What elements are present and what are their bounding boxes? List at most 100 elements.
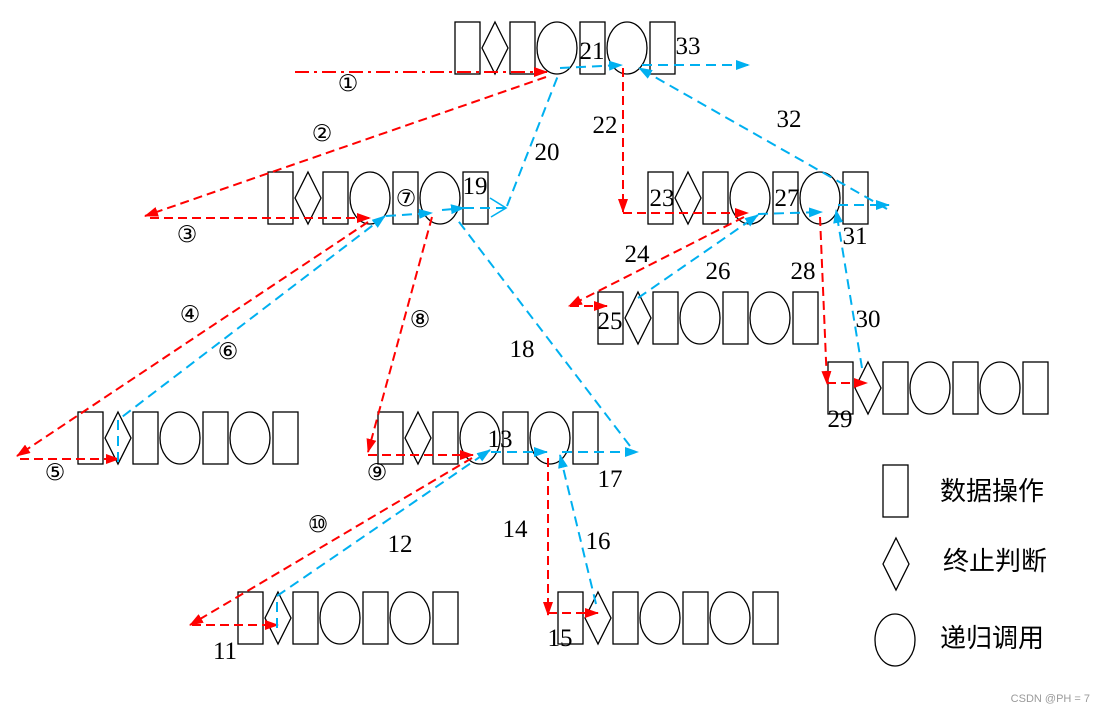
data-operation-box [952, 361, 979, 415]
call-frame-depth2-right-b [827, 360, 1049, 416]
step-label-23: 23 [650, 185, 675, 212]
legend-rectangle-icon [882, 464, 909, 518]
data-operation-box [462, 171, 489, 225]
step-label-28: 28 [791, 258, 816, 285]
data-operation-box [792, 291, 819, 345]
watermark: CSDN @PH = 7 [1011, 693, 1090, 705]
step-labels: ① ② ③ ④ ⑤ ⑥ ⑦ ⑧ ⑨ ⑩ 11 12 13 14 15 16 17… [45, 33, 881, 665]
step-label-27: 27 [775, 185, 800, 212]
data-operation-box [649, 21, 676, 75]
step-label-33: 33 [676, 33, 701, 60]
step-label-1: ① [338, 71, 359, 97]
call-arrows [16, 67, 868, 630]
step-label-20: 20 [535, 139, 560, 166]
legend-diamond-icon [882, 536, 910, 592]
termination-check-diamond [481, 20, 509, 76]
recursive-call-ellipse [679, 291, 721, 345]
call-frame-depth2-left-b [377, 410, 599, 466]
legend-label-termination-check: 终止判断 [943, 547, 1047, 577]
recursive-call-ellipse [229, 411, 271, 465]
step-label-6: ⑥ [218, 339, 239, 365]
return-arrow-7 [385, 208, 433, 219]
data-operation-box [132, 411, 159, 465]
call-frame-depth1-right [647, 170, 869, 226]
step-label-4: ④ [180, 302, 201, 328]
step-label-12: 12 [388, 531, 413, 558]
data-operation-box [267, 171, 294, 225]
step-label-8: ⑧ [410, 307, 431, 333]
recursive-call-ellipse [639, 591, 681, 645]
legend-item-data-operation: 数据操作 [882, 464, 1044, 518]
step-label-10: ⑩ [308, 512, 329, 538]
step-label-5: ⑤ [45, 460, 66, 486]
data-operation-box [557, 591, 584, 645]
step-label-32: 32 [777, 106, 802, 133]
data-operation-box [454, 21, 481, 75]
step-label-7: ⑦ [396, 186, 417, 212]
data-operation-box [702, 171, 729, 225]
return-arrows [117, 60, 890, 628]
legend-item-termination-check: 终止判断 [882, 536, 1047, 592]
legend: 数据操作 终止判断 递归调用 [874, 464, 1047, 667]
step-label-15: 15 [548, 625, 573, 652]
recursive-call-ellipse [979, 361, 1021, 415]
step-label-3: ③ [177, 222, 198, 248]
recursive-call-ellipse [389, 591, 431, 645]
step-label-30: 30 [856, 306, 881, 333]
step-label-16: 16 [586, 528, 611, 555]
return-arrow-6 [117, 215, 386, 462]
data-operation-box [237, 591, 264, 645]
call-arrow-10 [189, 457, 473, 626]
call-frame-depth3-a [237, 590, 459, 646]
data-operation-box [1022, 361, 1049, 415]
step-label-24: 24 [625, 241, 651, 268]
data-operation-box [842, 171, 869, 225]
step-label-9: ⑨ [367, 460, 388, 486]
data-operation-box [722, 291, 749, 345]
data-operation-box [432, 411, 459, 465]
recursive-call-ellipse [319, 591, 361, 645]
data-operation-box [202, 411, 229, 465]
termination-check-diamond [674, 170, 702, 226]
data-operation-box [377, 411, 404, 465]
return-arrow-30 [833, 209, 863, 369]
data-operation-box [652, 291, 679, 345]
return-arrow-27 [757, 207, 823, 218]
recursive-call-ellipse [799, 171, 841, 225]
data-operation-box [272, 411, 299, 465]
call-arrow-24 [568, 216, 745, 307]
call-arrow-4 [16, 221, 369, 457]
return-junction-chevron [489, 197, 508, 218]
return-arrow-12 [276, 449, 491, 628]
data-operation-box [647, 171, 674, 225]
data-operation-box [509, 21, 536, 75]
data-operation-box [682, 591, 709, 645]
recursive-call-ellipse [349, 171, 391, 225]
recursive-call-ellipse [909, 361, 951, 415]
call-arrow-2 [144, 76, 547, 217]
legend-ellipse-icon [874, 613, 916, 667]
step-label-29: 29 [828, 406, 853, 433]
step-label-13: 13 [488, 426, 513, 453]
termination-check-diamond [624, 290, 652, 346]
step-label-31: 31 [843, 223, 868, 250]
step-label-25: 25 [598, 308, 623, 335]
data-operation-box [597, 291, 624, 345]
data-operation-box [502, 411, 529, 465]
return-arrow-16 [558, 454, 597, 605]
termination-check-diamond [294, 170, 322, 226]
call-frame-depth3-b [557, 590, 779, 646]
call-frame-depth1-left [267, 170, 489, 226]
data-operation-box [572, 411, 599, 465]
step-label-14: 14 [503, 516, 529, 543]
recursive-call-ellipse [709, 591, 751, 645]
step-label-26: 26 [706, 258, 731, 285]
recursive-call-ellipse [529, 411, 571, 465]
data-operation-box [77, 411, 104, 465]
legend-item-recursive-call: 递归调用 [874, 613, 1044, 667]
recursive-call-ellipse [749, 291, 791, 345]
data-operation-box [612, 591, 639, 645]
step-label-18: 18 [510, 336, 535, 363]
